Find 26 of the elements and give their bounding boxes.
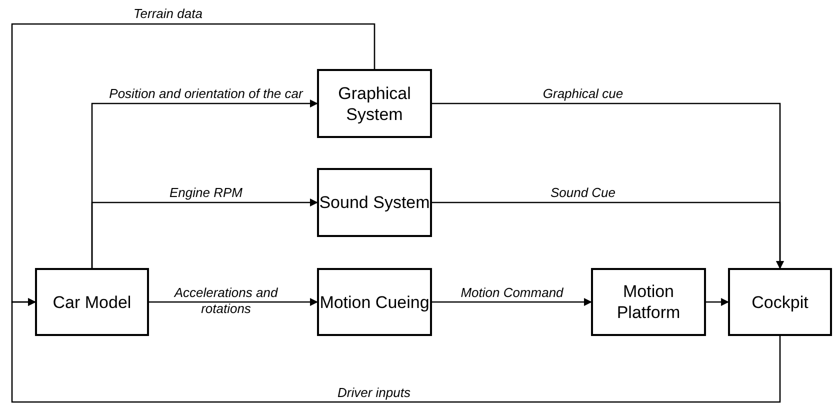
- process-box: [317, 69, 432, 138]
- edge-label: Graphical cue: [542, 86, 624, 102]
- arrow: [91, 198, 318, 268]
- process-box: [591, 268, 706, 336]
- box-label: Cockpit: [752, 292, 808, 312]
- box-label: Car Model: [52, 292, 132, 312]
- process-box: [35, 268, 149, 336]
- arrow: [706, 298, 729, 306]
- arrow: [11, 23, 376, 306]
- edge-label: Position and orientation of the car: [108, 86, 304, 102]
- arrow: [432, 298, 592, 306]
- edge-label: Sound Cue: [549, 185, 617, 201]
- arrow: [432, 202, 784, 269]
- edge-label: Terrain data: [132, 6, 204, 22]
- edge-label: Motion Command: [460, 285, 564, 301]
- process-box: [317, 268, 432, 336]
- process-box: [728, 268, 832, 336]
- edge-label: Accelerations and rotations: [172, 285, 279, 317]
- edge-label: Engine RPM: [168, 185, 244, 201]
- edge-label: Driver inputs: [336, 385, 412, 401]
- box-label: Motion Platform: [616, 281, 682, 323]
- arrow: [149, 298, 318, 306]
- box-label: Sound System: [319, 192, 430, 213]
- process-box: [317, 168, 432, 237]
- box-label: Motion Cueing: [320, 292, 430, 312]
- box-label: Graphical System: [337, 82, 412, 124]
